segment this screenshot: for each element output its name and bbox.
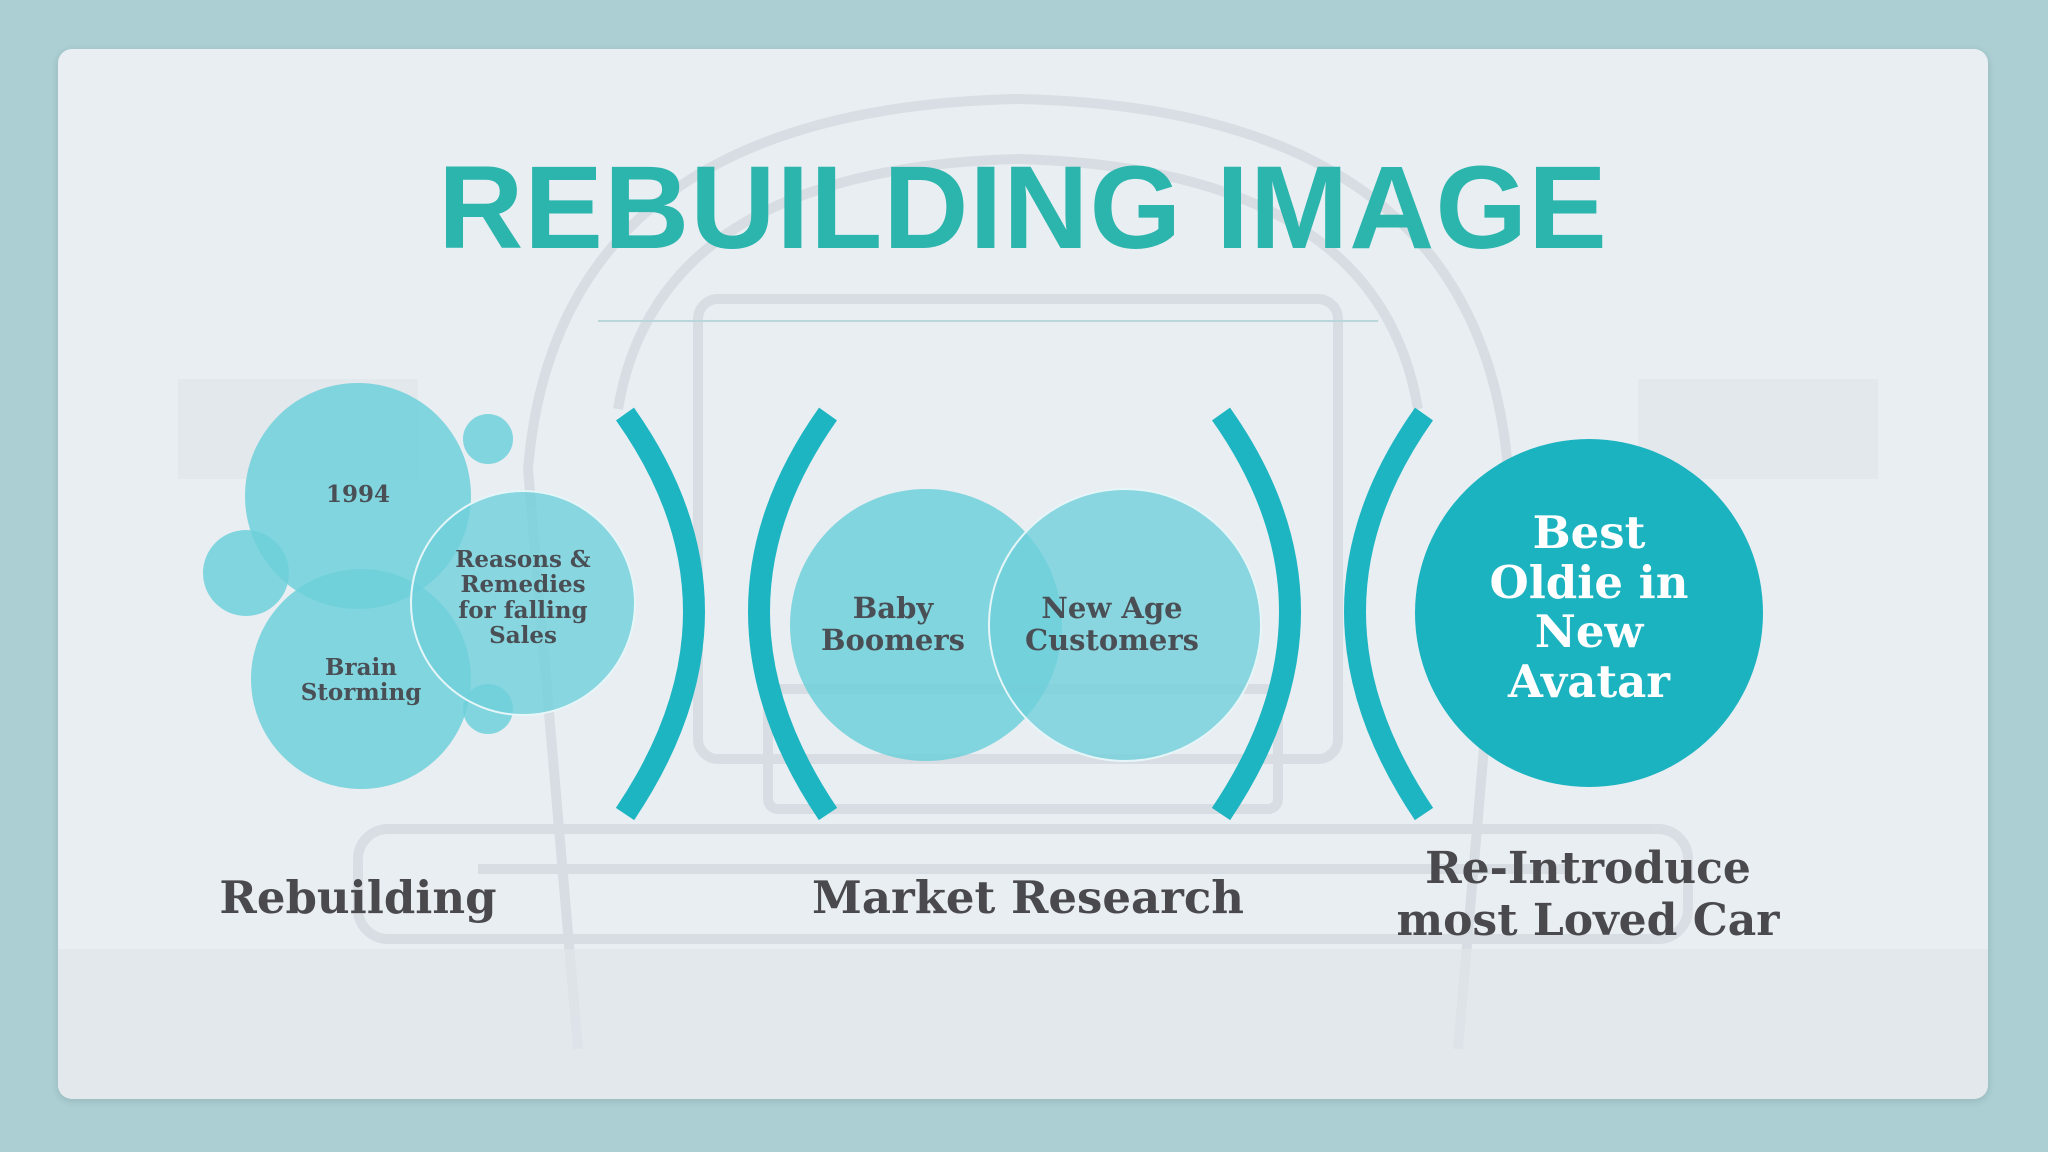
bracket-left-paren <box>748 407 838 821</box>
circle-text-best-oldie: Best Oldie in New Avatar <box>1489 506 1689 708</box>
circle-best-oldie <box>1415 439 1763 787</box>
circle-text-reasons-remedies: Reasons & Remedies for falling Sales <box>455 546 591 649</box>
label-rebuilding: Rebuilding <box>219 871 497 924</box>
circle-reasons-remedies <box>410 490 636 716</box>
background-car-image <box>58 93 1988 1099</box>
bracket-pair-1 <box>615 407 838 821</box>
market-research-venn <box>790 488 1262 762</box>
circle-1994 <box>245 383 471 609</box>
bracket-pair-2 <box>1211 407 1434 821</box>
circle-text-1994: 1994 <box>325 481 390 508</box>
label-market-research: Market Research <box>812 871 1244 924</box>
bracket-left-paren <box>1344 407 1434 821</box>
small-bubble <box>463 414 513 464</box>
circle-new-age-customers <box>988 488 1262 762</box>
rebuilding-cluster <box>203 383 636 789</box>
bracket-right-paren <box>615 407 705 821</box>
page-title: REBUILDING IMAGE <box>438 142 1608 274</box>
circle-text-new-age-customers: New Age Customers <box>1025 591 1199 657</box>
process-diagram <box>203 383 1763 821</box>
slide: REBUILDING IMAGE 1994 Re <box>58 49 1988 1099</box>
circle-baby-boomers <box>790 489 1062 761</box>
label-reintroduce: Re-Introduce most Loved Car <box>1396 843 1780 946</box>
circle-text-brain-storming: Brain Storming <box>300 654 422 707</box>
bracket-right-paren <box>1211 407 1301 821</box>
circle-text-baby-boomers: Baby Boomers <box>821 591 965 657</box>
